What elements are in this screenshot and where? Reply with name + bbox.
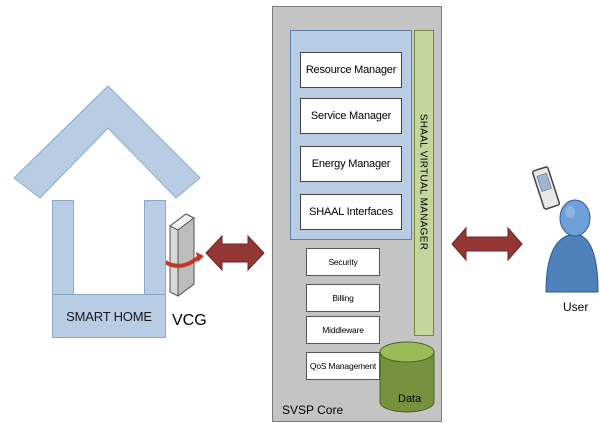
- user-label: User: [563, 300, 589, 314]
- vcg-label: VCG: [172, 312, 207, 329]
- house-roof: [13, 85, 201, 199]
- mobile-phone-icon: [531, 166, 561, 210]
- svsp-core-label: SVSP Core: [282, 403, 344, 417]
- gateway-server-icon: [163, 213, 204, 297]
- security-box: Security: [306, 248, 380, 276]
- middleware-box: Middleware: [306, 316, 380, 344]
- data-store-label: Data: [398, 393, 422, 405]
- billing-box: Billing: [306, 284, 380, 312]
- shaal-virtual-manager-bar: [414, 30, 434, 336]
- qos-management-box: QoS Management: [306, 352, 380, 380]
- resource-manager-box: Resource Manager: [300, 52, 402, 88]
- shaal-interfaces-box: SHAAL Interfaces: [300, 194, 402, 230]
- user-person-icon: [545, 199, 599, 293]
- service-manager-box: Service Manager: [300, 98, 402, 134]
- house-interior: [74, 200, 142, 294]
- double-arrow-icon: [451, 226, 523, 262]
- smart-home-label: SMART HOME: [52, 294, 166, 338]
- double-arrow-icon: [205, 234, 265, 272]
- energy-manager-box: Energy Manager: [300, 146, 402, 182]
